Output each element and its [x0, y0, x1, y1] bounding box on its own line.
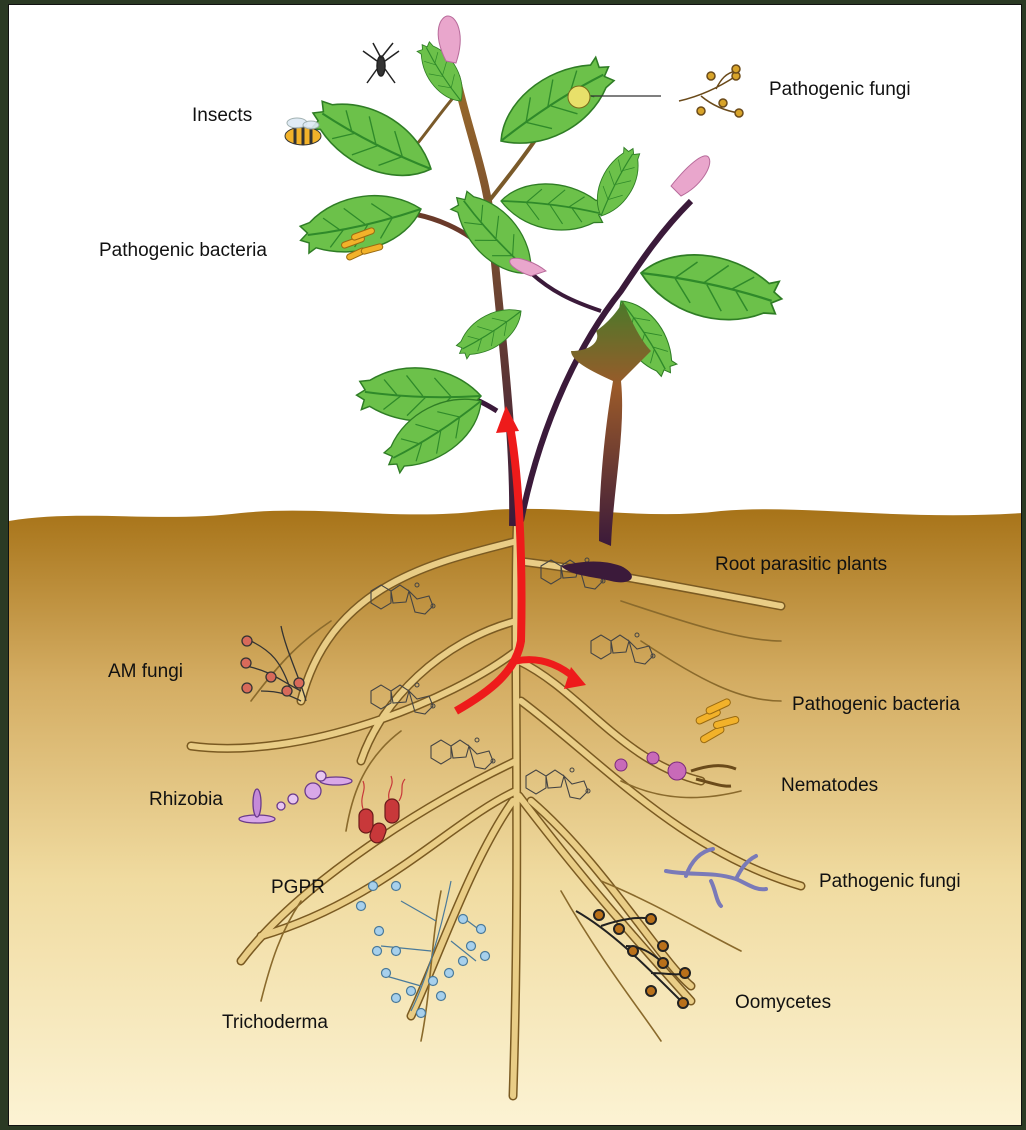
label-pgpr: PGPR — [271, 877, 325, 898]
label-pathogenic-bacteria-leaf: Pathogenic bacteria — [99, 240, 267, 261]
label-trichoderma: Trichoderma — [222, 1012, 328, 1033]
label-nematodes: Nematodes — [781, 775, 878, 796]
label-insects: Insects — [192, 105, 252, 126]
plant-interactions-diagram: Insects Pathogenic fungi Pathogenic bact… — [9, 5, 1022, 1126]
bee-icon — [285, 118, 321, 145]
label-am-fungi: AM fungi — [108, 661, 183, 682]
label-pathogenic-fungi-root: Pathogenic fungi — [819, 871, 961, 892]
label-oomycetes: Oomycetes — [735, 992, 831, 1013]
label-rhizobia: Rhizobia — [149, 789, 223, 810]
diagram-frame: Insects Pathogenic fungi Pathogenic bact… — [8, 4, 1022, 1126]
label-root-parasitic-plants: Root parasitic plants — [715, 554, 887, 575]
label-pathogenic-fungi-leaf: Pathogenic fungi — [769, 79, 911, 100]
label-pathogenic-bacteria-root: Pathogenic bacteria — [792, 694, 960, 715]
